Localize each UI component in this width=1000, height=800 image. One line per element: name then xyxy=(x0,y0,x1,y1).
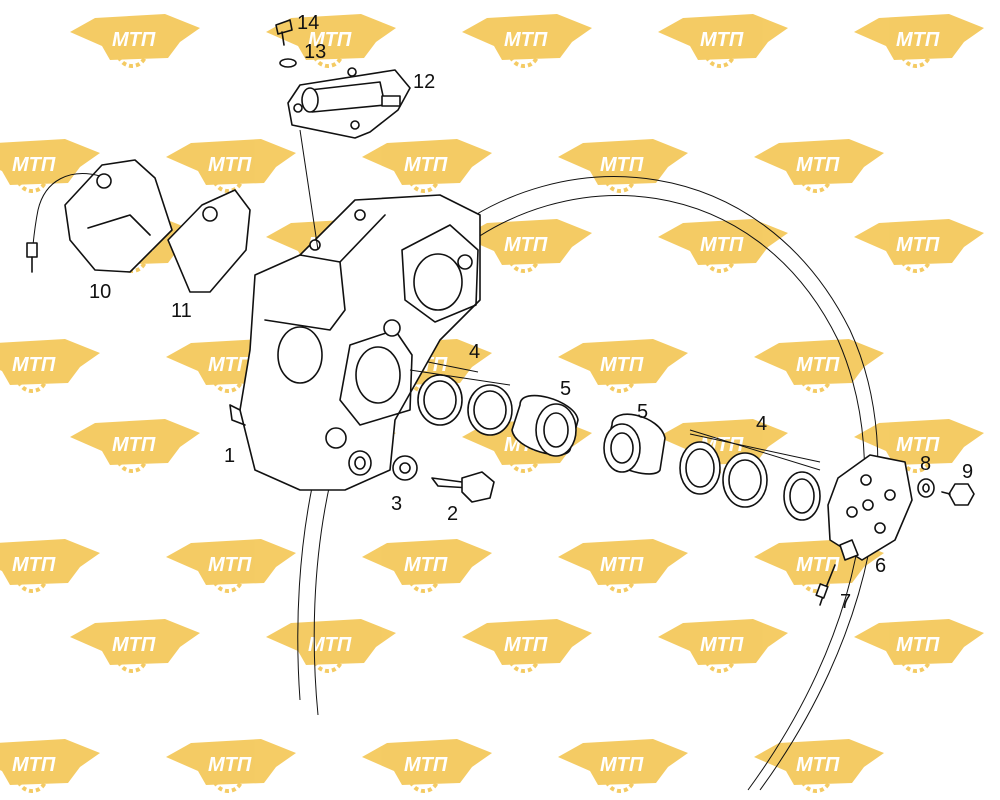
watermark-logo-text: МТП xyxy=(208,154,252,176)
watermark-logo: МТП xyxy=(754,139,884,193)
watermark-logo: МТП xyxy=(754,339,884,393)
callout-3: 3 xyxy=(391,493,402,515)
watermark-logo-text: МТП xyxy=(208,754,252,776)
watermark-logo-text: МТП xyxy=(700,634,744,656)
callout-5-right: 5 xyxy=(637,401,648,423)
watermark-logo-text: МТП xyxy=(600,754,644,776)
watermark-logo-text: МТП xyxy=(896,634,940,656)
watermark-logo: МТП xyxy=(558,339,688,393)
end-plate-bleeder-assembly xyxy=(815,454,975,606)
watermark-logo: МТП xyxy=(462,14,592,68)
watermark-logo: МТП xyxy=(0,739,100,793)
watermark-logo-text: МТП xyxy=(112,29,156,51)
watermark-logo: МТП xyxy=(70,619,200,673)
watermark-logo-text: МТП xyxy=(308,29,352,51)
callout-4-bracket-right xyxy=(689,433,821,463)
callout-11: 11 xyxy=(171,300,192,322)
callout-13: 13 xyxy=(304,41,326,63)
watermark-logo: МТП xyxy=(266,14,396,68)
watermark-logo-text: МТП xyxy=(700,234,744,256)
cover-plate-assembly xyxy=(275,19,411,251)
seal-rings-left xyxy=(409,369,513,436)
watermark-logo-text: МТП xyxy=(600,354,644,376)
watermark-logo: МТП xyxy=(166,139,296,193)
watermark-logo: МТП xyxy=(854,219,984,273)
watermark-logo-text: МТП xyxy=(896,234,940,256)
watermark-logo: МТП xyxy=(558,739,688,793)
watermark-logo-text: МТП xyxy=(404,554,448,576)
watermark-logo: МТП xyxy=(166,739,296,793)
watermark-logo: МТП xyxy=(0,339,100,393)
watermark-logo-text: МТП xyxy=(504,29,548,51)
watermark-logo-text: МТП xyxy=(700,29,744,51)
callout-1: 1 xyxy=(224,445,235,467)
washer-and-bolt xyxy=(348,450,495,503)
watermark-logo-text: МТП xyxy=(796,354,840,376)
callout-10: 10 xyxy=(89,281,111,303)
watermark-logo: МТП xyxy=(558,539,688,593)
watermark-logo: МТП xyxy=(658,219,788,273)
watermark-logo: МТП xyxy=(166,539,296,593)
brake-pad-with-sensor xyxy=(26,159,173,273)
callout-12: 12 xyxy=(413,71,435,93)
brake-pad xyxy=(167,189,251,293)
callout-4-right: 4 xyxy=(756,413,767,435)
watermark-logo: МТП xyxy=(70,14,200,68)
watermark-logo-text: МТП xyxy=(796,154,840,176)
watermark-logo-text: МТП xyxy=(208,354,252,376)
callout-14: 14 xyxy=(297,12,319,34)
watermark-logo-text: МТП xyxy=(504,634,548,656)
watermark-logo: МТП xyxy=(266,619,396,673)
watermark-logo: МТП xyxy=(854,619,984,673)
watermark-logo-text: МТП xyxy=(12,554,56,576)
watermark-logo-text: МТП xyxy=(796,554,840,576)
watermark-logo-text: МТП xyxy=(504,234,548,256)
watermark-logo: МТП xyxy=(658,14,788,68)
callout-4-left: 4 xyxy=(469,341,480,363)
watermark-logo-text: МТП xyxy=(112,634,156,656)
watermark-logo: МТП xyxy=(462,619,592,673)
watermark-logo: МТП xyxy=(362,539,492,593)
callout-8: 8 xyxy=(920,453,931,475)
watermark-logo: МТП xyxy=(362,739,492,793)
watermark-logo: МТП xyxy=(658,619,788,673)
watermark-logo-text: МТП xyxy=(600,554,644,576)
callout-7: 7 xyxy=(840,591,851,613)
watermark-logo-text: МТП xyxy=(12,154,56,176)
watermark-logo: МТП xyxy=(362,139,492,193)
watermark-logo: МТП xyxy=(0,539,100,593)
piston-right xyxy=(603,413,666,475)
watermark-logo-text: МТП xyxy=(404,754,448,776)
caliper-housing xyxy=(229,194,481,491)
watermark-logo-text: МТП xyxy=(896,434,940,456)
watermark-logo: МТП xyxy=(854,14,984,68)
watermark-logo-text: МТП xyxy=(796,754,840,776)
callout-9: 9 xyxy=(962,461,973,483)
callout-5-left: 5 xyxy=(560,378,571,400)
callout-4-bracket-left xyxy=(427,361,479,373)
watermark-logo-text: МТП xyxy=(208,554,252,576)
watermark-logo-text: МТП xyxy=(404,154,448,176)
watermark-logo-text: МТП xyxy=(896,29,940,51)
watermark-logo: МТП xyxy=(0,139,100,193)
watermark-logo-text: МТП xyxy=(308,634,352,656)
watermark-logo-text: МТП xyxy=(12,354,56,376)
piston-left xyxy=(511,394,579,457)
watermark-logo-text: МТП xyxy=(600,154,644,176)
watermark-logo: МТП xyxy=(70,419,200,473)
watermark-logo: МТП xyxy=(462,219,592,273)
callout-6: 6 xyxy=(875,555,886,577)
callout-2: 2 xyxy=(447,503,458,525)
watermark-logo-text: МТП xyxy=(12,754,56,776)
seal-rings-right xyxy=(679,429,821,521)
watermark-logo-text: МТП xyxy=(112,434,156,456)
watermark-logo: МТП xyxy=(854,419,984,473)
